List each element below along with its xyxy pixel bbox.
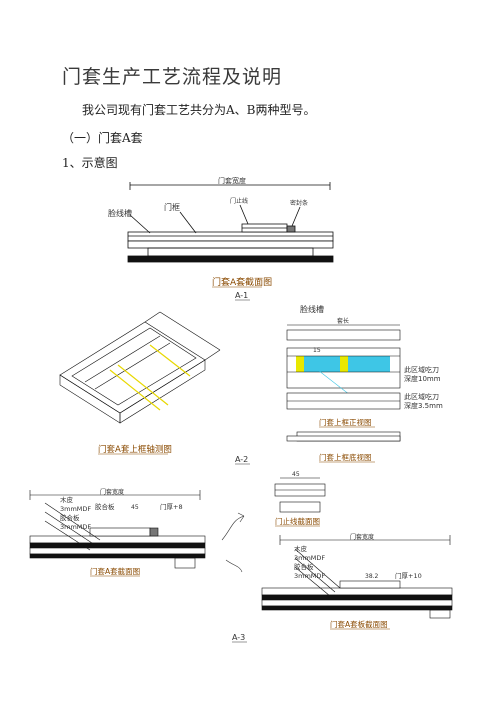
fig1-label-seal: 密封条 — [290, 199, 308, 207]
fig1-label-frame: 门框 — [164, 202, 180, 212]
figure-a1 — [127, 182, 334, 263]
fig2-note-bottom-depth: 深度3.5mm — [404, 401, 443, 410]
page-title: 门套生产工艺流程及说明 — [62, 66, 283, 88]
section-heading: （一）门套A套 — [62, 131, 143, 145]
fig2-caption-iso: 门套A套上框轴测图 — [98, 444, 172, 455]
fig3-right-top-dim: 门套宽度 — [350, 533, 374, 541]
fig3-label-mdf1: 3mmMDF — [60, 505, 91, 513]
fig3-label-door: 门厚+8 — [160, 502, 183, 511]
fig3-number: A-3 — [232, 633, 245, 642]
fig3-caption-left: 门套A套截面图 — [90, 566, 140, 576]
fig2-caption-front: 门套上框正视图 — [319, 417, 372, 427]
figure-a2-isometric — [59, 311, 221, 424]
fig1-top-dim: 门套宽度 — [218, 176, 246, 185]
fig3-right-mdf2: 3mmMDF — [294, 572, 325, 580]
fig2-label-length: 套长 — [337, 317, 349, 325]
fig3-top-dim: 门套宽度 — [100, 488, 124, 496]
fig2-label-groove: 脸线槽 — [300, 304, 324, 314]
figure-a2-front — [286, 324, 401, 442]
fig3-caption-right: 门套A套板截面图 — [330, 619, 388, 629]
fig1-number: A-1 — [235, 291, 248, 300]
intro-paragraph: 我公司现有门套工艺共分为A、B两种型号。 — [82, 103, 316, 117]
fig2-note-top-depth: 深度10mm — [404, 374, 441, 383]
fig3-label-wood: 木皮 — [60, 495, 74, 504]
fig1-caption: 门套A套截面图 — [212, 276, 272, 288]
fig3-right-wood: 木皮 — [294, 544, 308, 553]
fig3-stop-dim-45: 45 — [292, 471, 300, 478]
fig2-caption-bottom: 门套上框底视图 — [319, 452, 372, 462]
fig3-caption-stop: 门止线截面图 — [275, 516, 320, 526]
fig2-note-top: 此区域吃刀 — [404, 365, 439, 374]
fig3-right-ply: 胶合板 — [294, 562, 314, 571]
figure-a3-left — [29, 490, 206, 569]
fig2-dim-15: 15 — [313, 347, 321, 354]
fig2-number: A-2 — [235, 455, 248, 464]
fig3-right-door: 门厚+10 — [395, 571, 422, 580]
subsection-heading: 1、示意图 — [62, 156, 118, 170]
figure-a3-stop — [274, 477, 326, 513]
fig3-right-mdf1: 3mmMDF — [294, 554, 325, 562]
fig1-label-groove: 脸线槽 — [108, 208, 132, 218]
fig3-right-dim: 38.2 — [365, 573, 379, 580]
fig3-label-glue: 胶合板 — [95, 502, 115, 511]
fig3-label-ply: 胶合板 — [60, 513, 80, 522]
fig1-label-stop: 门止线 — [230, 197, 248, 205]
fig2-note-bottom: 此区域吃刀 — [404, 392, 439, 401]
figure-a3-right — [261, 535, 453, 619]
fig3-label-mdf2: 3mmMDF — [60, 523, 91, 531]
fig3-dim-45: 45 — [131, 504, 139, 511]
